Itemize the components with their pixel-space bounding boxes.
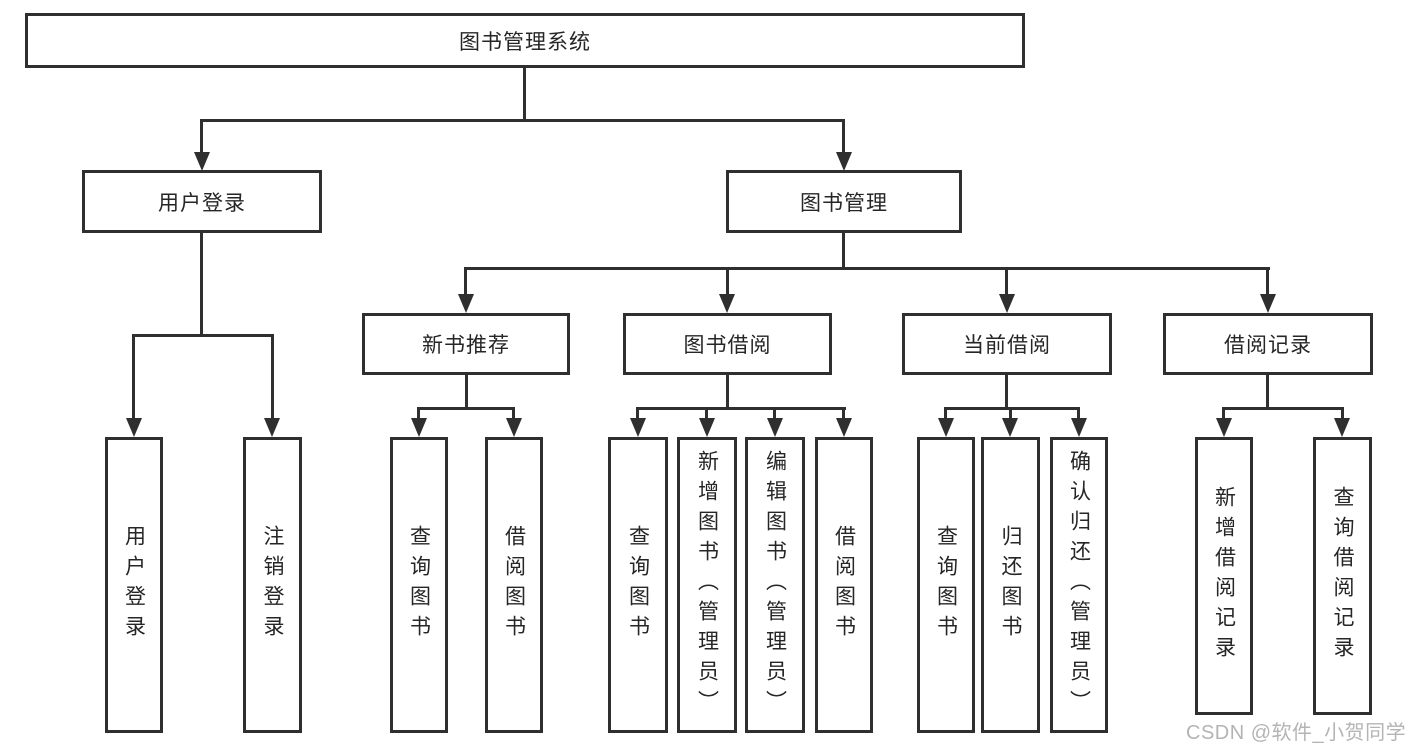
- connector-line: [726, 267, 729, 296]
- node-book-management-label: 图书管理: [800, 191, 888, 215]
- connector-line: [1222, 407, 1343, 410]
- connector-line: [464, 267, 467, 296]
- node-new-book-recommend-label: 新书推荐: [422, 334, 510, 357]
- connector-line: [132, 334, 135, 419]
- connector-line: [200, 231, 203, 337]
- arrowhead: [1334, 418, 1350, 437]
- connector-line: [1266, 267, 1269, 296]
- leaf-return-books: 归还图书: [981, 437, 1040, 733]
- arrowhead: [1216, 418, 1232, 437]
- watermark: CSDN @软件_小贺同学: [1186, 722, 1405, 744]
- arrowhead: [630, 418, 646, 437]
- connector-line: [726, 373, 729, 409]
- connector-line: [1341, 407, 1344, 420]
- connector-line: [842, 119, 845, 153]
- node-book-borrowing-label: 图书借阅: [683, 334, 772, 357]
- connector-line: [944, 407, 947, 420]
- leaf-return-books-label: 归还图书: [999, 525, 1022, 645]
- leaf-borrow-books-recommend: 借阅图书: [485, 437, 543, 733]
- connector-line: [132, 334, 274, 337]
- arrowhead: [194, 152, 210, 171]
- arrowhead: [264, 418, 280, 437]
- connector-line: [200, 119, 844, 122]
- node-user-login: 用户登录: [82, 170, 322, 233]
- leaf-logout-label: 注销登录: [261, 525, 284, 645]
- leaf-query-books-current: 查询图书: [917, 437, 975, 733]
- leaf-add-borrow-record-label: 新增借阅记录: [1212, 486, 1236, 666]
- leaf-confirm-return-admin-label: 确认归还（管理员）: [1067, 450, 1091, 720]
- leaf-add-book-admin: 新增图书（管理员）: [677, 437, 737, 733]
- leaf-query-books-borrowing-label: 查询图书: [626, 525, 650, 645]
- node-current-borrowing: 当前借阅: [902, 313, 1112, 375]
- leaf-query-books-borrowing: 查询图书: [608, 437, 668, 733]
- connector-line: [636, 407, 846, 410]
- connector-line: [464, 267, 1270, 270]
- node-current-borrowing-label: 当前借阅: [963, 334, 1051, 357]
- arrowhead: [506, 418, 522, 437]
- node-new-book-recommend: 新书推荐: [362, 313, 570, 375]
- node-borrowing-records-label: 借阅记录: [1224, 334, 1312, 357]
- node-library-system: 图书管理系统: [25, 13, 1025, 68]
- connector-line: [1222, 407, 1225, 420]
- arrowhead: [1260, 294, 1276, 313]
- node-book-management: 图书管理: [726, 170, 962, 233]
- arrowhead: [458, 294, 474, 313]
- connector-line: [417, 407, 420, 420]
- leaf-borrow-books-borrowing-label: 借阅图书: [832, 525, 856, 645]
- arrowhead: [411, 418, 427, 437]
- leaf-query-borrow-record-label: 查询借阅记录: [1331, 486, 1354, 666]
- leaf-query-borrow-record: 查询借阅记录: [1313, 437, 1372, 715]
- connector-line: [842, 231, 845, 269]
- connector-line: [705, 407, 708, 420]
- node-library-system-label: 图书管理系统: [459, 30, 591, 54]
- connector-line: [1009, 407, 1012, 420]
- leaf-edit-book-admin-label: 编辑图书（管理员）: [763, 450, 787, 720]
- leaf-query-books-current-label: 查询图书: [934, 525, 958, 645]
- leaf-user-login: 用户登录: [105, 437, 163, 733]
- arrowhead: [999, 294, 1015, 313]
- connector-line: [636, 407, 639, 420]
- leaf-query-books-recommend: 查询图书: [390, 437, 448, 733]
- connector-line: [842, 407, 845, 420]
- connector-line: [1266, 373, 1269, 409]
- leaf-add-borrow-record: 新增借阅记录: [1195, 437, 1253, 715]
- connector-line: [1005, 267, 1008, 296]
- connector-line: [523, 66, 526, 122]
- arrowhead: [719, 294, 735, 313]
- connector-line: [417, 407, 515, 410]
- connector-line: [1077, 407, 1080, 420]
- connector-line: [773, 407, 776, 420]
- node-book-borrowing: 图书借阅: [623, 313, 832, 375]
- connector-line: [1005, 373, 1008, 409]
- leaf-query-books-recommend-label: 查询图书: [407, 525, 431, 645]
- node-borrowing-records: 借阅记录: [1163, 313, 1373, 375]
- connector-line: [465, 373, 468, 409]
- arrowhead: [126, 418, 142, 437]
- leaf-add-book-admin-label: 新增图书（管理员）: [695, 450, 719, 720]
- leaf-edit-book-admin: 编辑图书（管理员）: [745, 437, 805, 733]
- arrowhead: [767, 418, 783, 437]
- connector-line: [200, 119, 203, 153]
- arrowhead: [1002, 418, 1018, 437]
- connector-line: [512, 407, 515, 420]
- arrowhead: [836, 152, 852, 171]
- arrowhead: [836, 418, 852, 437]
- leaf-confirm-return-admin: 确认归还（管理员）: [1050, 437, 1108, 733]
- leaf-borrow-books-borrowing: 借阅图书: [815, 437, 873, 733]
- arrowhead: [699, 418, 715, 437]
- leaf-user-login-label: 用户登录: [122, 525, 146, 645]
- connector-line: [944, 407, 1080, 410]
- arrowhead: [1071, 418, 1087, 437]
- arrowhead: [938, 418, 954, 437]
- leaf-borrow-books-recommend-label: 借阅图书: [502, 525, 526, 645]
- connector-line: [271, 334, 274, 419]
- leaf-logout: 注销登录: [243, 437, 302, 733]
- node-user-login-label: 用户登录: [158, 191, 246, 215]
